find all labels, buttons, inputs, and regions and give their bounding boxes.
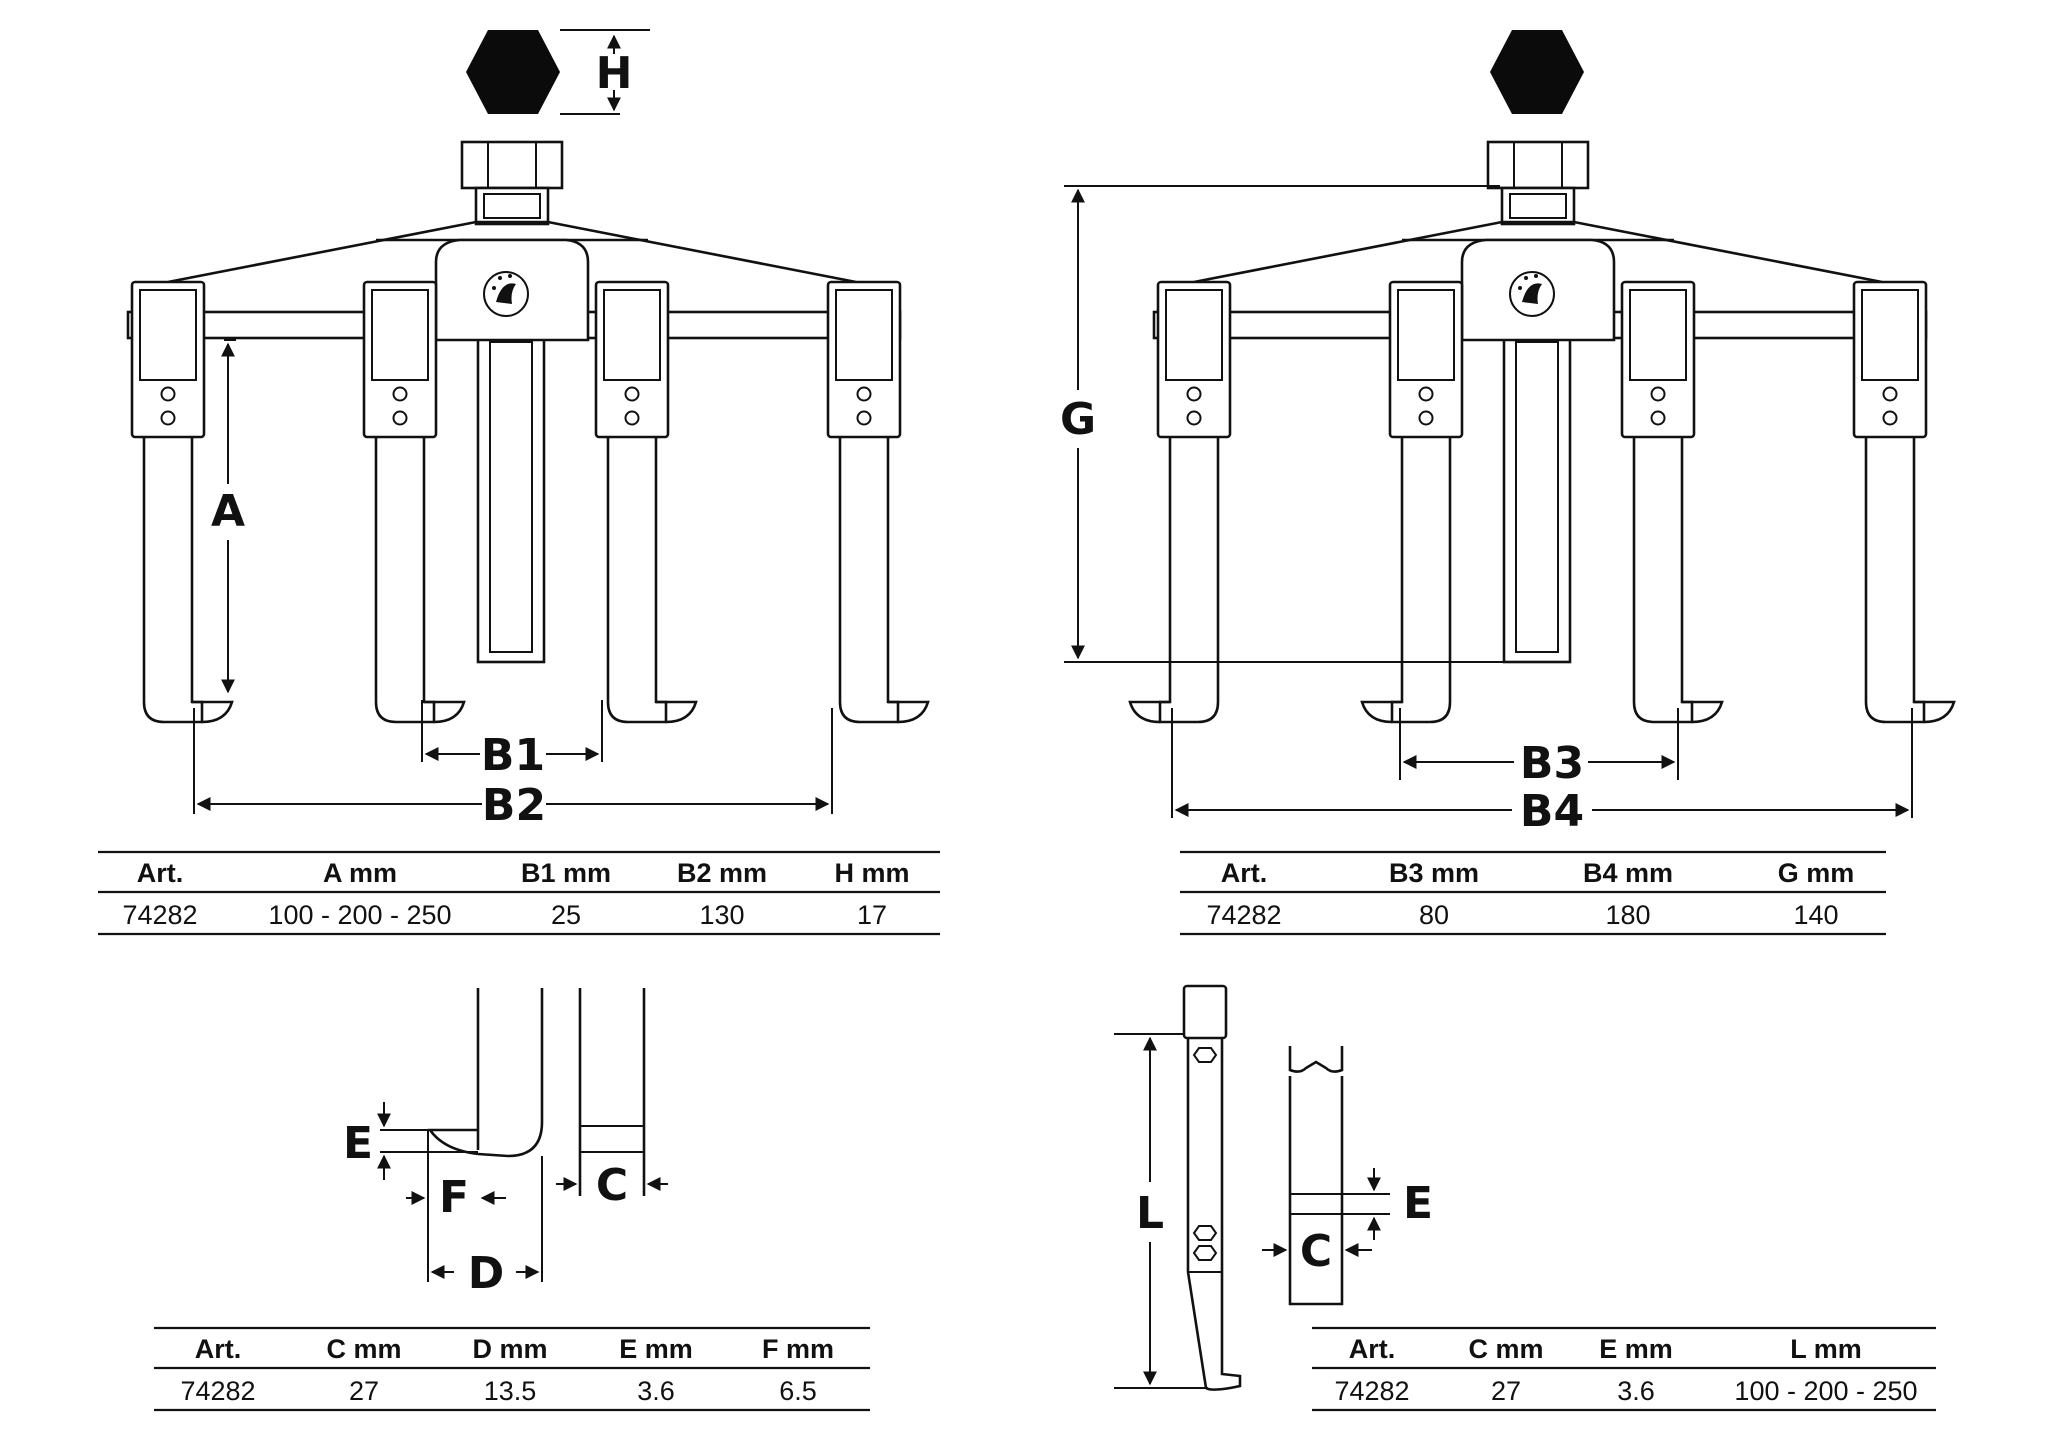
table-header: C mm <box>1468 1334 1543 1364</box>
jaw-tip-detail: E F D C <box>343 988 668 1299</box>
table-cell: 74282 <box>1206 900 1281 930</box>
table-header: F mm <box>762 1334 834 1364</box>
dimension-label-e: E <box>343 1118 373 1169</box>
table-header: Art. <box>195 1334 242 1364</box>
table-cell: 3.6 <box>1617 1376 1655 1406</box>
dimension-label-g: G <box>1060 394 1096 445</box>
table-cell: 100 - 200 - 250 <box>1734 1376 1917 1406</box>
table-cell: 180 <box>1605 900 1650 930</box>
table-cell: 25 <box>551 900 581 930</box>
hex-nut-icon <box>1490 30 1584 114</box>
table-header: C mm <box>326 1334 401 1364</box>
dimension-label-b4: B4 <box>1520 786 1584 837</box>
dimension-label-a: A <box>211 486 245 537</box>
table-cell: 27 <box>1491 1376 1521 1406</box>
table-cell: 3.6 <box>637 1376 675 1406</box>
table-header: B4 mm <box>1583 858 1673 888</box>
table-cell: 74282 <box>1334 1376 1409 1406</box>
table-header: B3 mm <box>1389 858 1479 888</box>
table-cell: 140 <box>1793 900 1838 930</box>
table-header: E mm <box>619 1334 693 1364</box>
table-header: Art. <box>1221 858 1268 888</box>
table-header: Art. <box>137 858 184 888</box>
puller-front-view-right: G B3 B4 <box>1060 30 1956 837</box>
dimension-label-h: H <box>596 48 633 99</box>
spec-table-3: Art. C mm D mm E mm F mm 74282 27 13.5 3… <box>154 1326 870 1412</box>
table-header: D mm <box>472 1334 547 1364</box>
table-header: B1 mm <box>521 858 611 888</box>
dimension-label-b3: B3 <box>1520 738 1584 789</box>
dimension-label-b2: B2 <box>482 780 546 831</box>
dimension-label-e-right: E <box>1403 1178 1433 1229</box>
table-cell: 6.5 <box>779 1376 817 1406</box>
dimension-label-c-right: C <box>1300 1226 1332 1277</box>
spec-table-2: Art. B3 mm B4 mm G mm 74282 80 180 140 <box>1180 850 1886 936</box>
spec-table-1: Art. A mm B1 mm B2 mm H mm 74282 100 - 2… <box>98 850 940 936</box>
table-header: A mm <box>323 858 397 888</box>
table-cell: 74282 <box>180 1376 255 1406</box>
dimension-label-c: C <box>596 1160 628 1211</box>
table-cell: 130 <box>699 900 744 930</box>
dimension-label-d: D <box>468 1248 505 1299</box>
table-header: Art. <box>1349 1334 1396 1364</box>
table-header: H mm <box>834 858 909 888</box>
dimension-label-l: L <box>1136 1188 1164 1239</box>
dimension-label-f: F <box>439 1172 469 1223</box>
dimension-label-b1: B1 <box>481 730 545 781</box>
table-cell: 100 - 200 - 250 <box>268 900 451 930</box>
table-cell: 74282 <box>122 900 197 930</box>
table-cell: 13.5 <box>484 1376 537 1406</box>
hex-nut-icon <box>466 30 560 114</box>
table-header: L mm <box>1790 1334 1862 1364</box>
table-cell: 27 <box>349 1376 379 1406</box>
spec-table-4: Art. C mm E mm L mm 74282 27 3.6 100 - 2… <box>1312 1326 1936 1412</box>
arm-side-detail: L E C <box>1114 984 1433 1391</box>
table-header: G mm <box>1778 858 1855 888</box>
table-cell: 80 <box>1419 900 1449 930</box>
table-header: E mm <box>1599 1334 1673 1364</box>
puller-front-view-left: H A B1 B2 <box>126 29 930 831</box>
table-header: B2 mm <box>677 858 767 888</box>
table-cell: 17 <box>857 900 887 930</box>
